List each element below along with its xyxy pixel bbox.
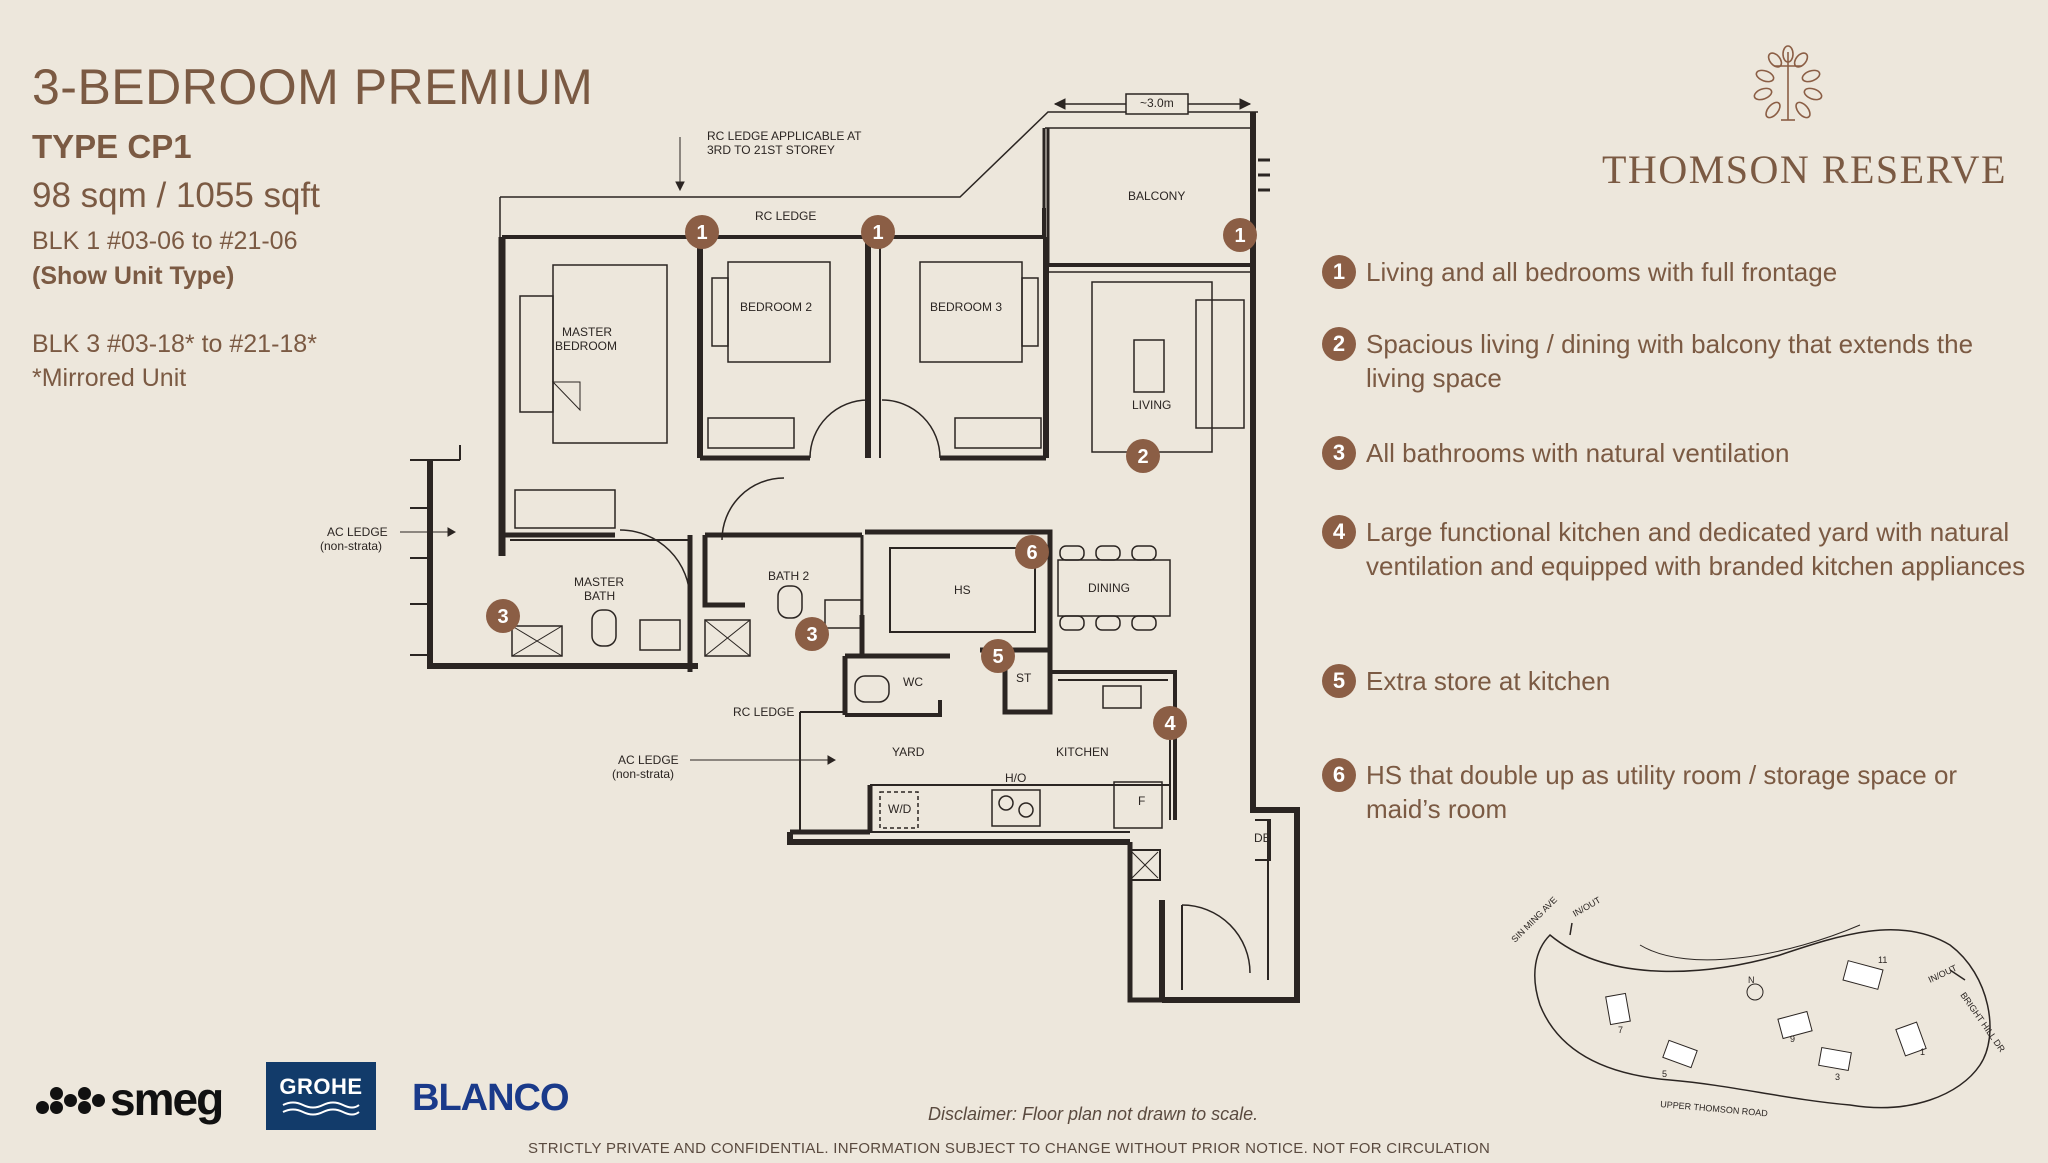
bedroom2-label: BEDROOM 2	[740, 300, 812, 314]
feature-item: 6 HS that double up as utility room / st…	[1322, 758, 2042, 826]
bedroom3-label: BEDROOM 3	[930, 300, 1002, 314]
fridge-label: F	[1138, 794, 1145, 808]
block-9-label: 9	[1790, 1034, 1795, 1044]
grohe-logo: GROHE	[266, 1062, 376, 1130]
feature-item: 5 Extra store at kitchen	[1322, 664, 2042, 698]
ac-ledge-label-1b: (non-strata)	[320, 539, 382, 553]
yard-label: YARD	[892, 745, 925, 759]
unit-size: 98 sqm / 1055 sqft	[32, 176, 320, 215]
svg-text:3: 3	[497, 606, 508, 628]
block-1-label: 1	[1920, 1047, 1925, 1057]
rc-ledge-note-line2: 3RD TO 21ST STOREY	[707, 143, 835, 157]
feature-badge: 2	[1322, 327, 1356, 361]
master-bedroom-label-2: BEDROOM	[555, 339, 617, 353]
marker-1-living: 1	[1223, 218, 1257, 252]
blk3-units: BLK 3 #03-18* to #21-18*	[32, 330, 317, 358]
feature-item: 4 Large functional kitchen and dedicated…	[1322, 515, 2042, 583]
svg-text:4: 4	[1164, 713, 1176, 735]
bright-hill-dr-label: BRIGHT HILL DR	[1958, 990, 2007, 1054]
svg-text:5: 5	[992, 646, 1003, 668]
water-wave-icon	[282, 1101, 360, 1116]
feature-text: Living and all bedrooms with full fronta…	[1366, 257, 1838, 287]
hs-label: HS	[954, 583, 971, 597]
marker-2: 2	[1126, 439, 1160, 473]
in-out-label-2: IN/OUT	[1927, 963, 1959, 985]
footer-note: STRICTLY PRIVATE AND CONFIDENTIAL. INFOR…	[528, 1140, 1491, 1157]
rc-ledge-note-line1: RC LEDGE APPLICABLE AT	[707, 129, 862, 143]
balcony-label: BALCONY	[1128, 189, 1185, 203]
floor-plan: ~3.0m RC LEDGE APPLICABLE AT 3RD TO 21ST…	[320, 93, 1300, 1003]
feature-text: Extra store at kitchen	[1366, 666, 1611, 696]
marker-1-master: 1	[685, 215, 719, 249]
master-bath-label-1: MASTER	[574, 575, 624, 589]
block-7-label: 7	[1618, 1025, 1623, 1035]
svg-text:1: 1	[696, 222, 707, 244]
living-label: LIVING	[1132, 398, 1171, 412]
svg-text:3: 3	[806, 624, 817, 646]
dimension-label: ~3.0m	[1140, 96, 1174, 110]
smeg-wordmark: smeg	[110, 1073, 224, 1125]
feature-text: Large functional kitchen and dedicated y…	[1366, 517, 2026, 581]
kitchen-label: KITCHEN	[1056, 745, 1109, 759]
marker-3-master-bath: 3	[486, 599, 520, 633]
marker-4: 4	[1153, 706, 1187, 740]
svg-text:1: 1	[872, 222, 883, 244]
blanco-logo: BLANCO	[412, 1077, 570, 1119]
feature-badge: 5	[1322, 664, 1356, 698]
ac-ledge-label-1: AC LEDGE	[327, 525, 388, 539]
block-5-label: 5	[1662, 1069, 1667, 1079]
smeg-dots-icon	[36, 1079, 108, 1119]
wc-label: WC	[903, 675, 923, 689]
unit-title: 3-BEDROOM PREMIUM	[32, 59, 594, 115]
master-bath-label-2: BATH	[584, 589, 615, 603]
feature-text: HS that double up as utility room / stor…	[1366, 760, 1958, 824]
dining-label: DINING	[1088, 581, 1130, 595]
marker-6: 6	[1015, 535, 1049, 569]
disclaimer: Disclaimer: Floor plan not drawn to scal…	[928, 1104, 1259, 1124]
grohe-wordmark: GROHE	[279, 1074, 363, 1099]
master-bedroom-label-1: MASTER	[562, 325, 612, 339]
site-plan: N 7 5 9 3 11 1 SIN MING AVE IN/OUT IN/OU…	[1509, 895, 2007, 1119]
ac-ledge-label-2: AC LEDGE	[618, 753, 679, 767]
smeg-logo: smeg	[36, 1073, 224, 1125]
feature-badge: 4	[1322, 515, 1356, 549]
svg-text:2: 2	[1137, 446, 1148, 468]
ac-ledge-label-2b: (non-strata)	[612, 767, 674, 781]
brand-name: THOMSON RESERVE	[1602, 147, 2007, 192]
feature-badge: 1	[1322, 255, 1356, 289]
feature-badge: 6	[1322, 758, 1356, 792]
hob-label: H/O	[1005, 771, 1026, 785]
bath2-label: BATH 2	[768, 569, 809, 583]
feature-badge: 3	[1322, 436, 1356, 470]
feature-item: 1 Living and all bedrooms with full fron…	[1322, 255, 2042, 289]
feature-text: All bathrooms with natural ventilation	[1366, 438, 1790, 468]
blk1-units: BLK 1 #03-06 to #21-06	[32, 227, 298, 255]
tree-monogram-icon	[1753, 45, 1823, 121]
washer-dryer-label: W/D	[888, 802, 912, 816]
block-11-label: 11	[1878, 955, 1887, 965]
svg-text:1: 1	[1234, 225, 1245, 247]
block-3-label: 3	[1835, 1072, 1840, 1082]
north-label: N	[1748, 975, 1755, 985]
rc-ledge-top-label: RC LEDGE	[755, 209, 816, 223]
feature-text: Spacious living / dining with balcony th…	[1366, 329, 1974, 393]
rc-ledge-mid-label: RC LEDGE	[733, 705, 794, 719]
svg-text:6: 6	[1026, 542, 1037, 564]
mirrored-note: *Mirrored Unit	[32, 364, 187, 392]
marker-3-bath2: 3	[795, 617, 829, 651]
marker-1-bedroom2: 1	[861, 215, 895, 249]
feature-item: 3 All bathrooms with natural ventilation	[1322, 436, 2042, 470]
unit-type: TYPE CP1	[32, 128, 192, 165]
show-unit-note: (Show Unit Type)	[32, 262, 235, 290]
db-label: DB	[1254, 831, 1271, 845]
feature-item: 2 Spacious living / dining with balcony …	[1322, 327, 2042, 395]
marker-5: 5	[981, 639, 1015, 673]
st-label: ST	[1016, 671, 1032, 685]
in-out-label-1: IN/OUT	[1571, 895, 1603, 919]
upper-thomson-road-label: UPPER THOMSON ROAD	[1660, 1099, 1769, 1118]
